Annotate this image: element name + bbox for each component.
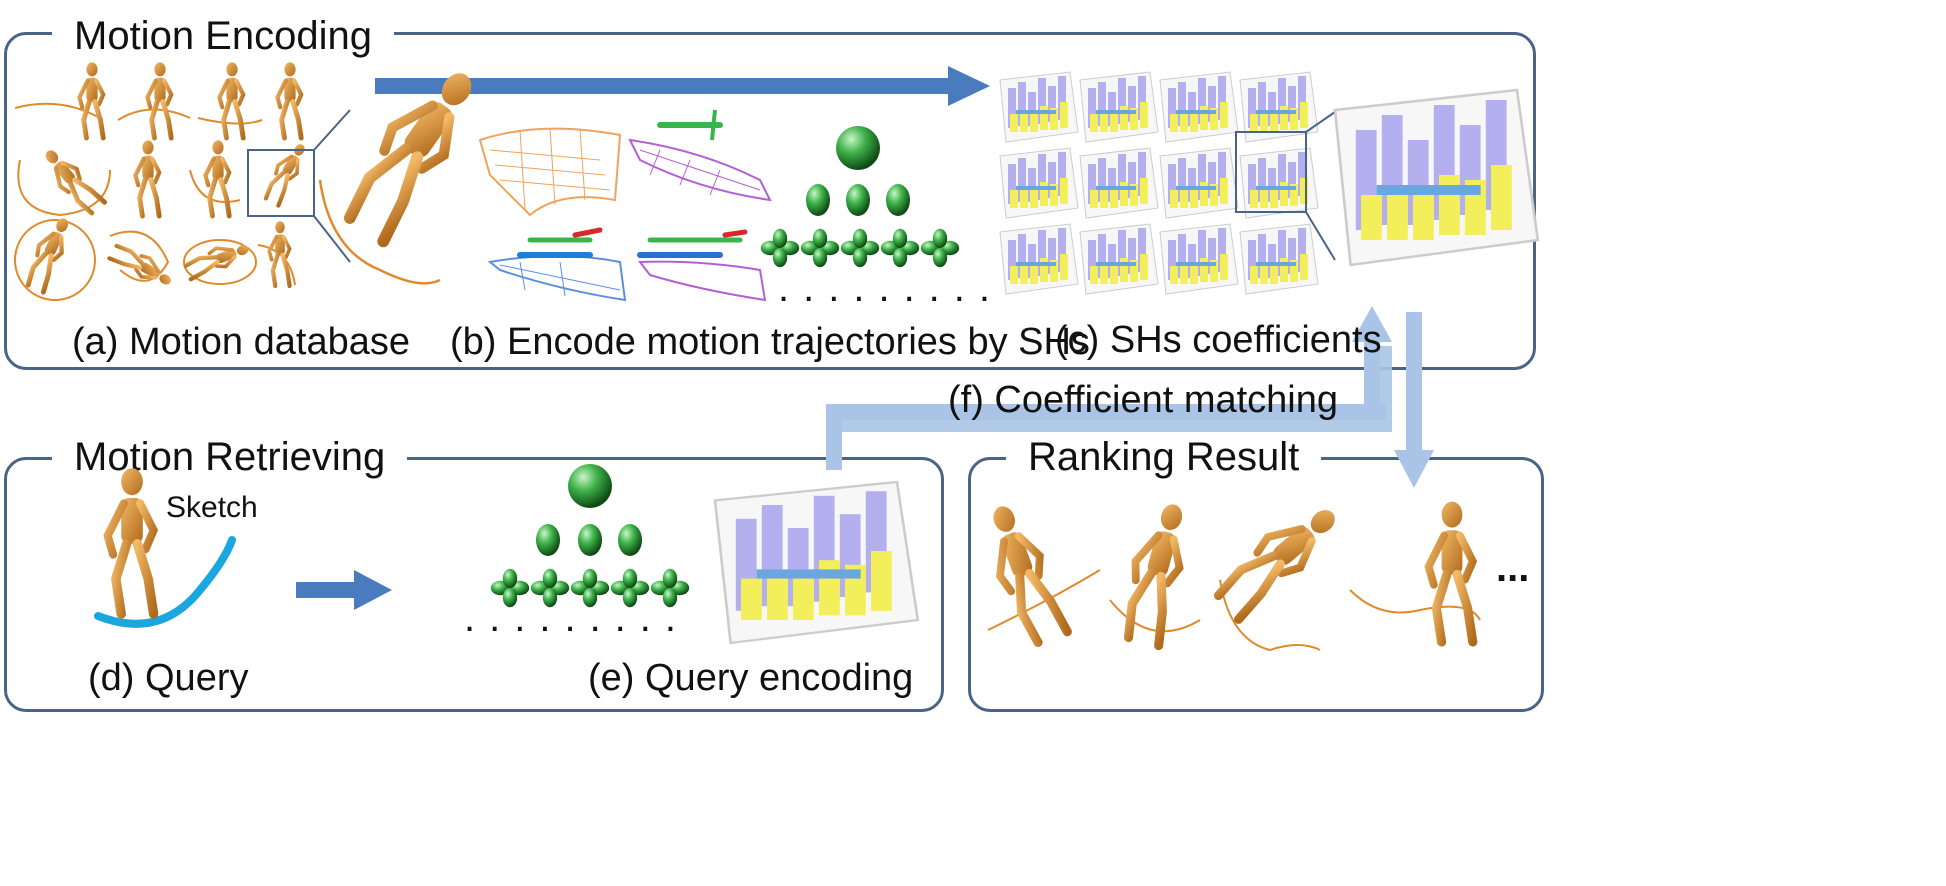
- caption-query: (d) Query: [88, 657, 249, 699]
- caption-encode-trajectories: (b) Encode motion trajectories by SHs: [450, 321, 1090, 363]
- query-sh-basis: [490, 464, 690, 608]
- matching-arrows: [826, 306, 1434, 488]
- caption-coefficient-matching: (f) Coefficient matching: [948, 379, 1339, 421]
- ranking-ellipsis: ...: [1496, 546, 1530, 590]
- motion-database-grid: [14, 58, 489, 301]
- sh-coefficient-charts: [999, 71, 1540, 295]
- caption-query-encoding: (e) Query encoding: [588, 657, 914, 699]
- retrieving-arrow: [296, 570, 392, 610]
- encoding-arrow: [375, 66, 990, 106]
- caption-sh-coefficients: (c) SHs coefficients: [1055, 319, 1382, 361]
- sh-basis-dots: .........: [778, 266, 1005, 310]
- ranking-result-title: Ranking Result: [1006, 433, 1322, 481]
- sh-basis-functions: [760, 126, 960, 268]
- caption-motion-database: (a) Motion database: [72, 321, 410, 363]
- motion-retrieving-title: Motion Retrieving: [52, 433, 408, 481]
- motion-encoding-title: Motion Encoding: [52, 12, 394, 60]
- sketch-label: Sketch: [166, 491, 258, 524]
- query-sketch: [94, 468, 236, 628]
- ranking-result-figures: [978, 495, 1481, 650]
- query-coefficient-chart: [713, 480, 920, 645]
- query-basis-dots: .........: [464, 596, 691, 640]
- sh-trajectory-meshes: [478, 109, 772, 302]
